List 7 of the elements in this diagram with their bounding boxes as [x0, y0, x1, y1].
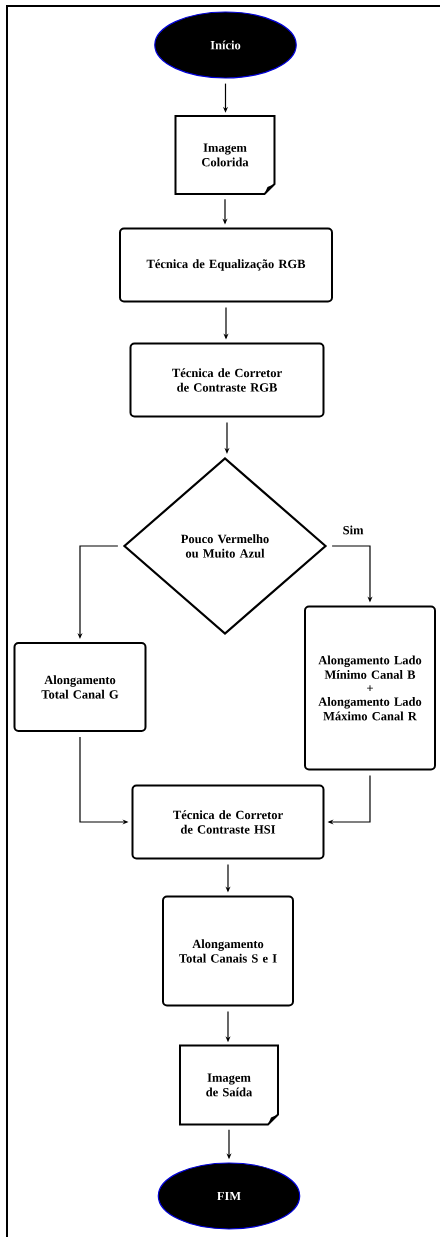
- process-box: Técnica de Corretor de Contraste RGB: [129, 342, 325, 418]
- process-box: Alongamento Total Canal G: [13, 642, 147, 732]
- edge-label: Sim: [341, 524, 365, 536]
- process-box: Alongamento Lado Mínimo Canal B + Alongamento Lado Máximo Canal R: [304, 605, 436, 771]
- process-box: Alongamento Total Canais S e I: [162, 895, 294, 1007]
- process-box: Técnica de Equalização RGB: [119, 227, 333, 303]
- process-box: Técnica de Corretor de Contraste HSI: [131, 784, 325, 860]
